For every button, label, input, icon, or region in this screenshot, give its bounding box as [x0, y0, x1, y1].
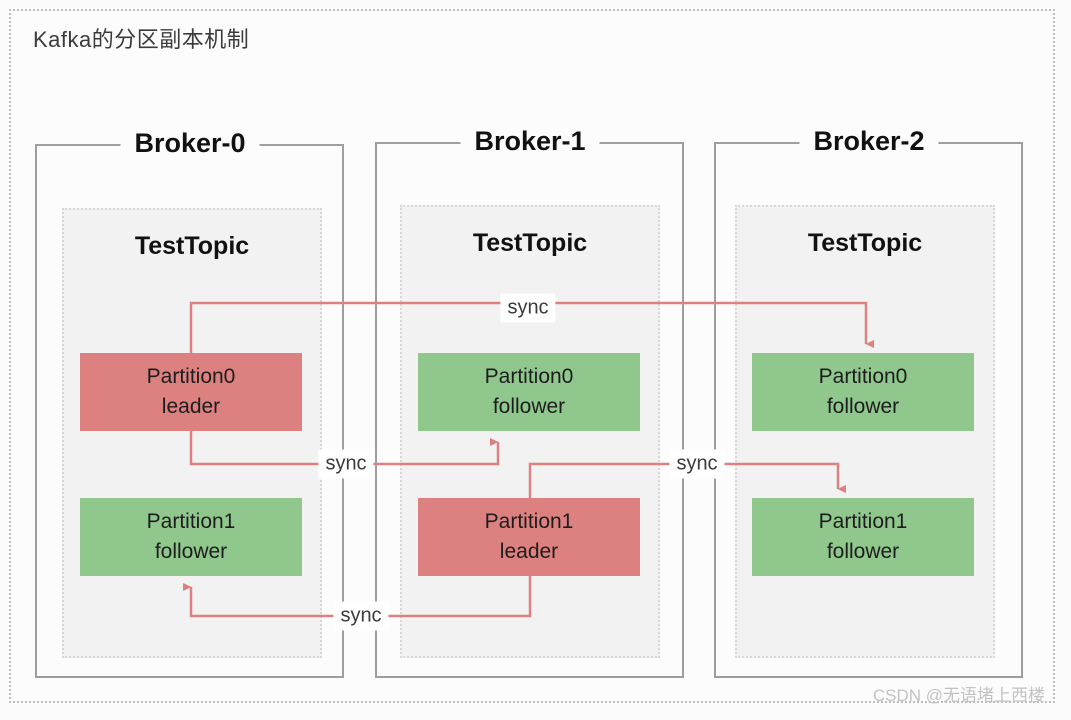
watermark: CSDN @无语堵上西楼	[872, 686, 1045, 705]
broker-1-title: Broker-1	[460, 124, 600, 158]
sync-label-bottom: sync	[333, 601, 389, 631]
topic-label-broker-2: TestTopic	[807, 229, 923, 257]
partition-b2-p0-name: Partition0	[818, 365, 908, 389]
partition-b0-p1-role: follower	[154, 540, 228, 563]
partition-b0-p1[interactable]: Partition1 follower	[80, 498, 302, 576]
partition-b1-p0[interactable]: Partition0 follower	[418, 353, 640, 431]
page-title: Kafka的分区副本机制	[33, 27, 250, 52]
broker-0-title: Broker-0	[120, 126, 260, 160]
partition-b0-p0-name: Partition0	[146, 365, 236, 389]
partition-b1-p0-name: Partition0	[484, 365, 574, 389]
sync-label-top: sync	[500, 293, 556, 323]
broker-2-title: Broker-2	[799, 124, 939, 158]
partition-b1-p0-role: follower	[492, 395, 566, 418]
partition-b0-p0[interactable]: Partition0 leader	[80, 353, 302, 431]
topic-box-broker-0: TestTopic	[62, 208, 322, 658]
partition-b1-p1-role: leader	[499, 540, 559, 563]
topic-label-broker-0: TestTopic	[134, 232, 250, 260]
partition-b2-p0-role: follower	[826, 395, 900, 418]
sync-label-mid-right: sync	[669, 449, 725, 479]
topic-label-broker-1: TestTopic	[472, 229, 588, 257]
partition-b0-p1-name: Partition1	[146, 510, 236, 534]
sync-label-mid-left: sync	[318, 449, 374, 479]
partition-b0-p0-role: leader	[161, 395, 221, 418]
partition-b2-p1-role: follower	[826, 540, 900, 563]
partition-b2-p1[interactable]: Partition1 follower	[752, 498, 974, 576]
topic-box-broker-1: TestTopic	[400, 205, 660, 658]
topic-box-broker-2: TestTopic	[735, 205, 995, 658]
partition-b1-p1-name: Partition1	[484, 510, 574, 534]
partition-b2-p0[interactable]: Partition0 follower	[752, 353, 974, 431]
partition-b1-p1[interactable]: Partition1 leader	[418, 498, 640, 576]
partition-b2-p1-name: Partition1	[818, 510, 908, 534]
